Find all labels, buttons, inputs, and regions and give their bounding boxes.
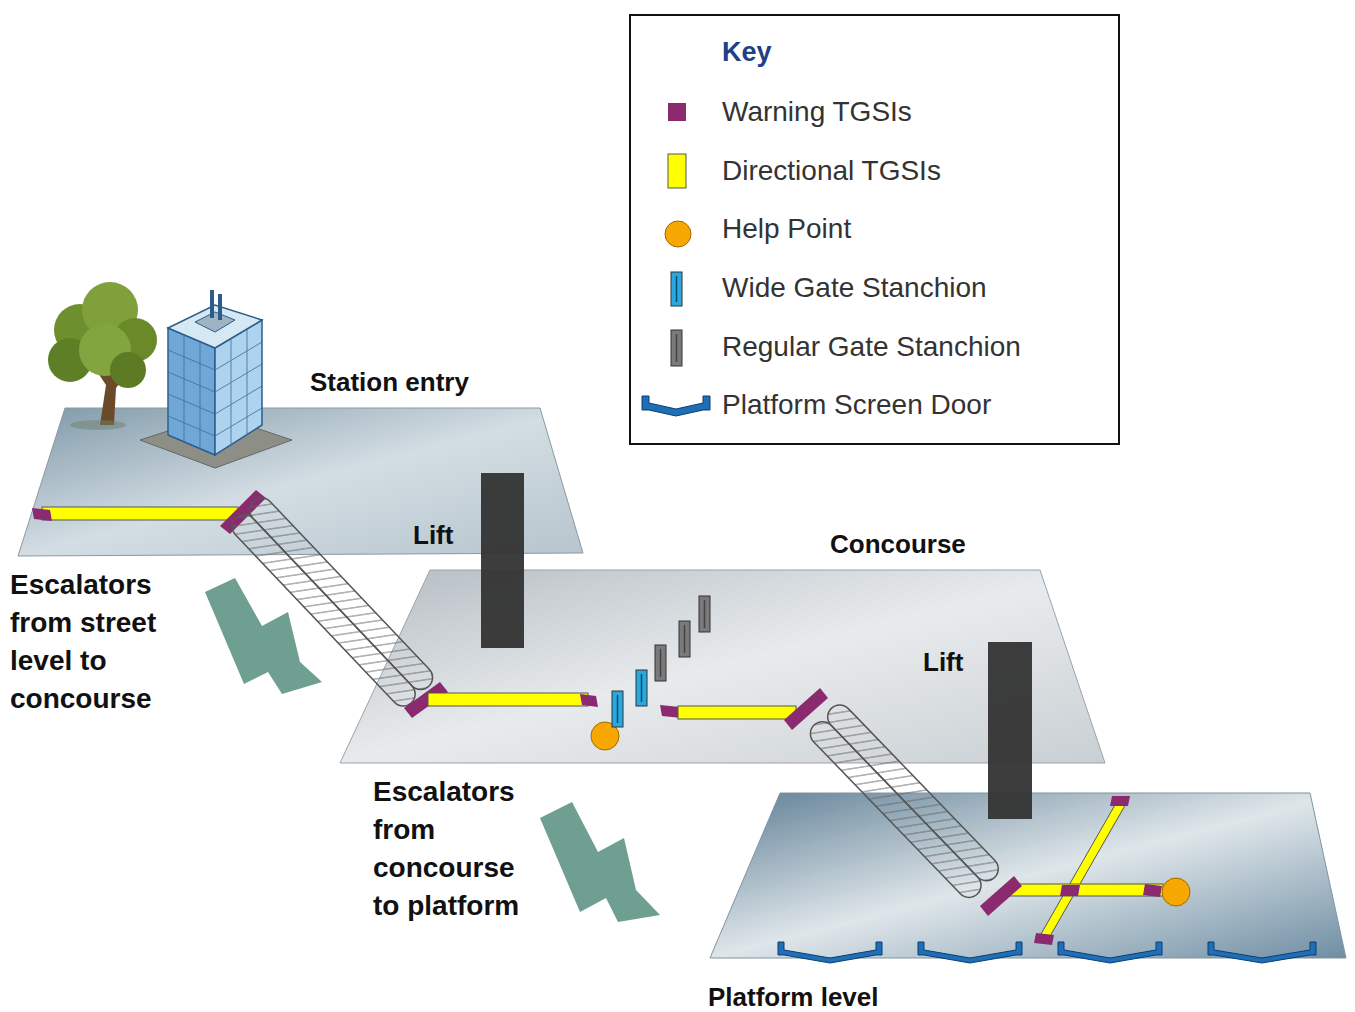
lift-shaft bbox=[988, 642, 1032, 819]
platform-screen-door-swatch bbox=[642, 396, 710, 416]
escalator bbox=[227, 493, 437, 711]
directional-tgsi bbox=[1041, 798, 1127, 938]
regular-gate-stanchion bbox=[655, 596, 710, 681]
lift-label: Lift bbox=[923, 646, 963, 678]
warning-tgsi bbox=[1034, 933, 1054, 945]
legend-text: Help Point bbox=[722, 212, 851, 246]
warning-tgsi bbox=[980, 876, 1022, 916]
legend-heading: Key bbox=[722, 36, 772, 68]
level-label: Platform level bbox=[708, 982, 879, 1012]
legend-swatch bbox=[668, 154, 686, 188]
wide-gate-stanchion-swatch bbox=[671, 272, 682, 306]
warning-tgsi bbox=[32, 508, 52, 521]
escalator-label: Escalators from street level to concours… bbox=[10, 566, 180, 718]
directional-tgsi bbox=[1008, 884, 1163, 896]
legend-swatch bbox=[665, 221, 691, 247]
direction-arrow bbox=[540, 802, 660, 922]
level-label: Concourse bbox=[830, 528, 966, 560]
tree-illustration bbox=[48, 282, 157, 430]
legend-box bbox=[629, 14, 1120, 445]
escalator-label: Escalators from concourse to platform bbox=[373, 773, 541, 925]
legend-text: Warning TGSIs bbox=[722, 95, 912, 129]
lift-label: Lift bbox=[413, 519, 453, 551]
escalator bbox=[805, 700, 1003, 902]
level-label: Station entry bbox=[310, 366, 469, 398]
legend-text: Wide Gate Stanchion bbox=[722, 271, 987, 305]
legend-text: Directional TGSIs bbox=[722, 154, 941, 188]
help-point bbox=[1162, 878, 1190, 906]
legend-swatch bbox=[668, 103, 686, 121]
warning-tgsi bbox=[1143, 884, 1162, 897]
warning-tgsi bbox=[1060, 885, 1080, 896]
directional-tgsi bbox=[42, 507, 238, 520]
building-illustration bbox=[140, 290, 292, 468]
wide-gate-stanchion bbox=[612, 670, 647, 727]
legend-text: Regular Gate Stanchion bbox=[722, 330, 1021, 364]
directional-tgsi bbox=[428, 693, 588, 706]
warning-tgsi bbox=[1110, 796, 1130, 806]
lift-shaft bbox=[481, 473, 524, 648]
regular-gate-stanchion-swatch bbox=[671, 330, 682, 366]
directional-tgsi bbox=[678, 706, 796, 719]
warning-tgsi bbox=[580, 694, 598, 707]
legend-text: Platform Screen Door bbox=[722, 388, 991, 422]
platform-screen-door bbox=[778, 942, 1316, 963]
